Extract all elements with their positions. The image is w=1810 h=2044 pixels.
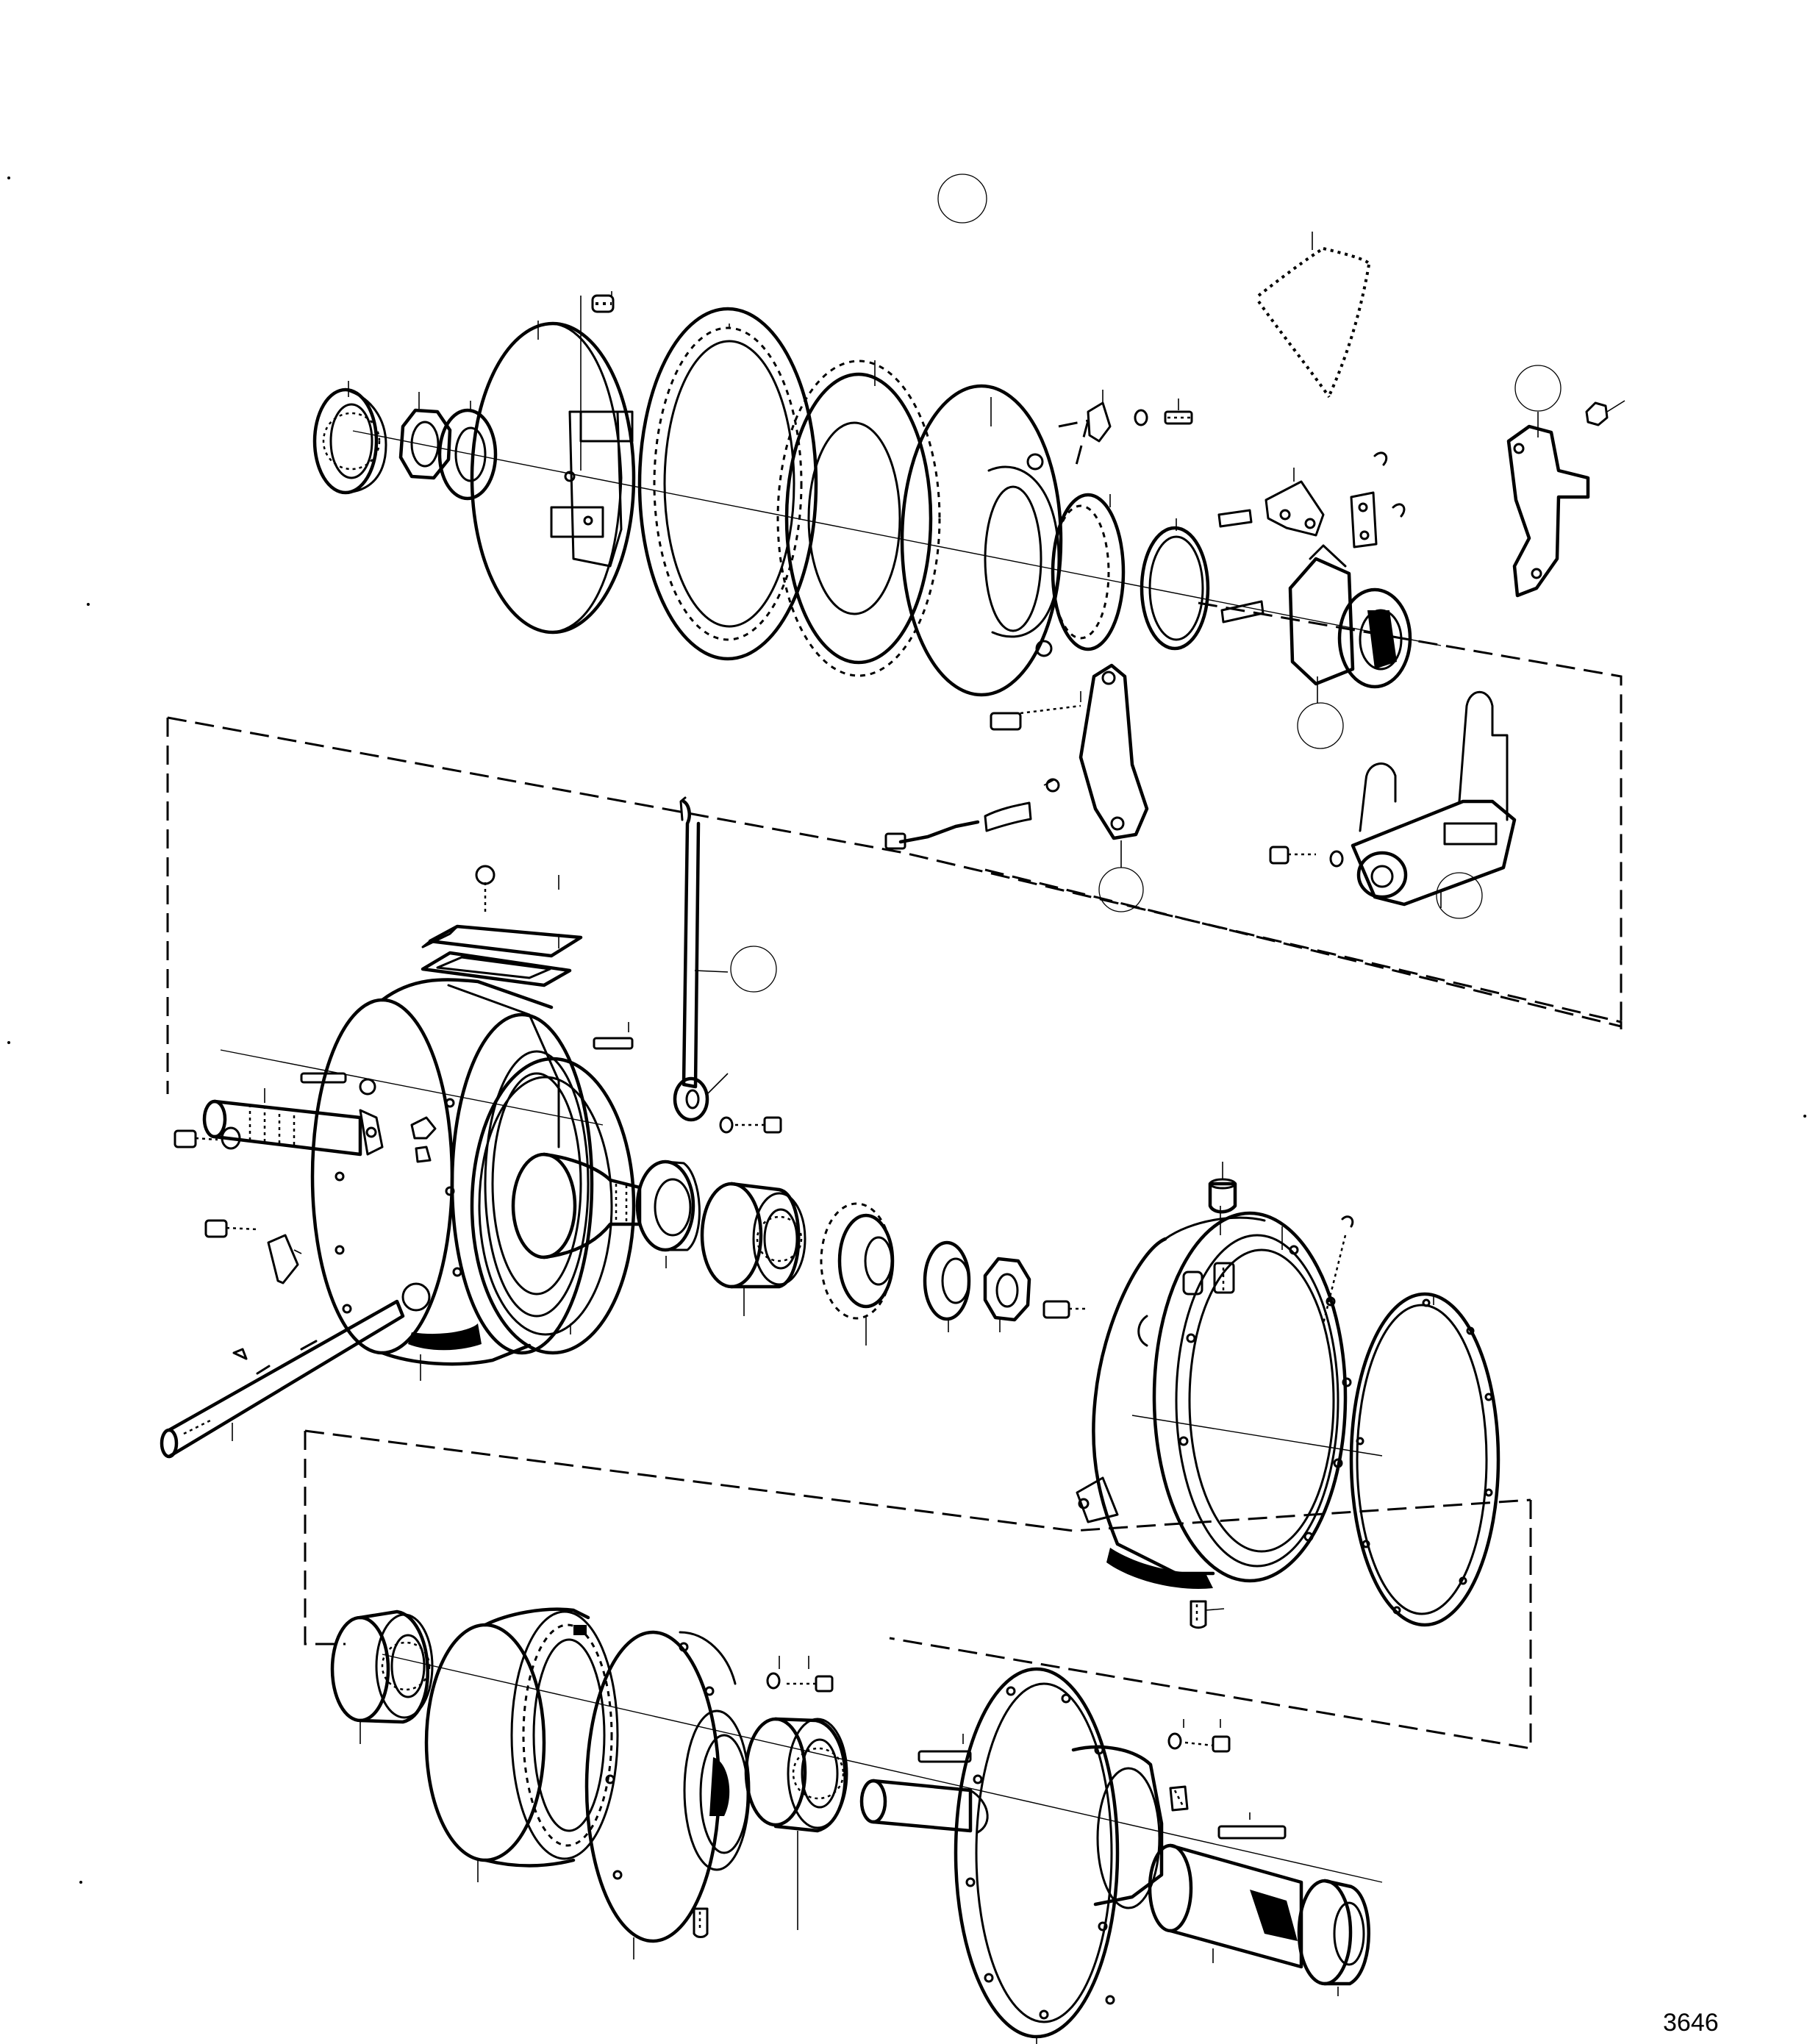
upper-assembly-boundary bbox=[1198, 603, 1621, 1026]
output-sleeve bbox=[1150, 1812, 1301, 1967]
inspection-cover-gasket bbox=[423, 866, 581, 985]
upper-clip bbox=[1219, 453, 1404, 622]
middle-thrust-washer bbox=[925, 1243, 969, 1332]
lower-assembly bbox=[332, 1609, 1369, 2044]
main-gear-housing bbox=[312, 980, 592, 1381]
stray-mark bbox=[7, 176, 10, 179]
upper-shift-fork bbox=[1353, 692, 1514, 908]
upper-fork-bracket bbox=[1509, 401, 1625, 596]
bell-housing-drain-plug bbox=[1191, 1601, 1224, 1628]
middle-roller-bearing bbox=[702, 1184, 805, 1316]
stray-marks bbox=[7, 176, 1806, 1884]
drawing-number: 3646 bbox=[1663, 2009, 1719, 2037]
housing-retainer bbox=[412, 1118, 435, 1162]
upper-assembly-boundary bbox=[985, 870, 1621, 1026]
release-bearing-housing bbox=[1290, 546, 1410, 703]
shift-rod-bolt bbox=[720, 1118, 781, 1132]
upper-serrated-ring bbox=[1053, 494, 1123, 649]
upper-hose bbox=[886, 779, 1059, 848]
upper-small-bolt bbox=[1088, 390, 1192, 441]
bell-housing-cap bbox=[1210, 1162, 1235, 1293]
lower-axis bbox=[382, 1654, 1382, 1882]
output-flange bbox=[956, 1669, 1162, 2044]
shift-rod bbox=[675, 798, 728, 1120]
long-output-shaft bbox=[162, 1301, 403, 1457]
stray-mark bbox=[79, 1881, 82, 1884]
reference-circle bbox=[1437, 873, 1482, 918]
lower-assembly-boundary bbox=[890, 1500, 1531, 1748]
upper-ring-gear bbox=[640, 309, 816, 659]
input-shaft bbox=[204, 1088, 382, 1154]
lower-cover-bolt bbox=[768, 1656, 832, 1691]
middle-spacer bbox=[637, 1162, 699, 1268]
bell-housing-o-ring bbox=[1323, 1217, 1353, 1323]
upper-assembly bbox=[315, 232, 1625, 908]
upper-assembly-boundary bbox=[168, 718, 1621, 1029]
triangular-spring bbox=[1259, 232, 1369, 397]
upper-link-plate bbox=[1351, 493, 1376, 547]
middle-assembly bbox=[162, 798, 1087, 1457]
reference-circle bbox=[1515, 365, 1561, 411]
stray-mark bbox=[87, 603, 90, 606]
upper-clamp-half bbox=[1081, 665, 1147, 868]
lower-assembly-boundary bbox=[305, 1431, 1531, 1531]
bell-housing-gasket bbox=[1351, 1294, 1498, 1625]
assembly-boundaries bbox=[168, 421, 1621, 1748]
intermediate-shaft bbox=[513, 1154, 640, 1257]
fork-bolt bbox=[1270, 847, 1342, 866]
housing-drain-plug bbox=[175, 1128, 301, 1359]
output-flange-plug bbox=[1170, 1787, 1187, 1810]
lower-output-bearing bbox=[746, 1719, 847, 1930]
reference-circle bbox=[938, 174, 987, 223]
upper-disc-carrier bbox=[472, 296, 634, 632]
stray-mark bbox=[1803, 1115, 1806, 1118]
upper-spur-gear bbox=[778, 360, 940, 676]
middle-hex-nut bbox=[985, 1259, 1029, 1332]
housing-key bbox=[301, 1022, 632, 1082]
output-flange-bolt bbox=[1169, 1719, 1229, 1751]
upper-ball-bearing bbox=[315, 381, 386, 493]
upper-spring-pin bbox=[593, 291, 613, 312]
lower-assembly-boundary bbox=[1059, 421, 1088, 471]
upper-housing-cover bbox=[902, 386, 1061, 695]
lower-ring-gear bbox=[426, 1609, 618, 1882]
lower-output-shaft bbox=[862, 1734, 987, 1832]
upper-snap-ring bbox=[1142, 518, 1208, 648]
reference-circles bbox=[731, 174, 1561, 992]
output-seal-ring bbox=[1299, 1881, 1369, 1996]
lower-roller-bearing bbox=[332, 1612, 432, 1744]
middle-pinion-gear bbox=[821, 1204, 893, 1346]
reference-circle bbox=[1298, 703, 1343, 748]
bell-housing-assembly bbox=[1077, 1162, 1498, 1628]
lower-assembly-boundary bbox=[305, 1431, 346, 1644]
upper-hex-nut bbox=[401, 392, 450, 478]
upper-lever-plate bbox=[1266, 468, 1323, 535]
reference-circle bbox=[731, 946, 776, 992]
upper-axis bbox=[353, 431, 1441, 646]
middle-small-bolt bbox=[1044, 1301, 1087, 1318]
assembly-axes bbox=[221, 431, 1441, 1882]
reference-circle bbox=[1099, 868, 1143, 912]
lower-drain-plug bbox=[694, 1909, 707, 1937]
stray-mark bbox=[7, 1041, 10, 1044]
upper-long-bolt bbox=[991, 691, 1081, 729]
middle-axis bbox=[221, 1050, 603, 1125]
bell-housing bbox=[1077, 1213, 1351, 1589]
middle-gasket-ring bbox=[472, 1059, 634, 1353]
